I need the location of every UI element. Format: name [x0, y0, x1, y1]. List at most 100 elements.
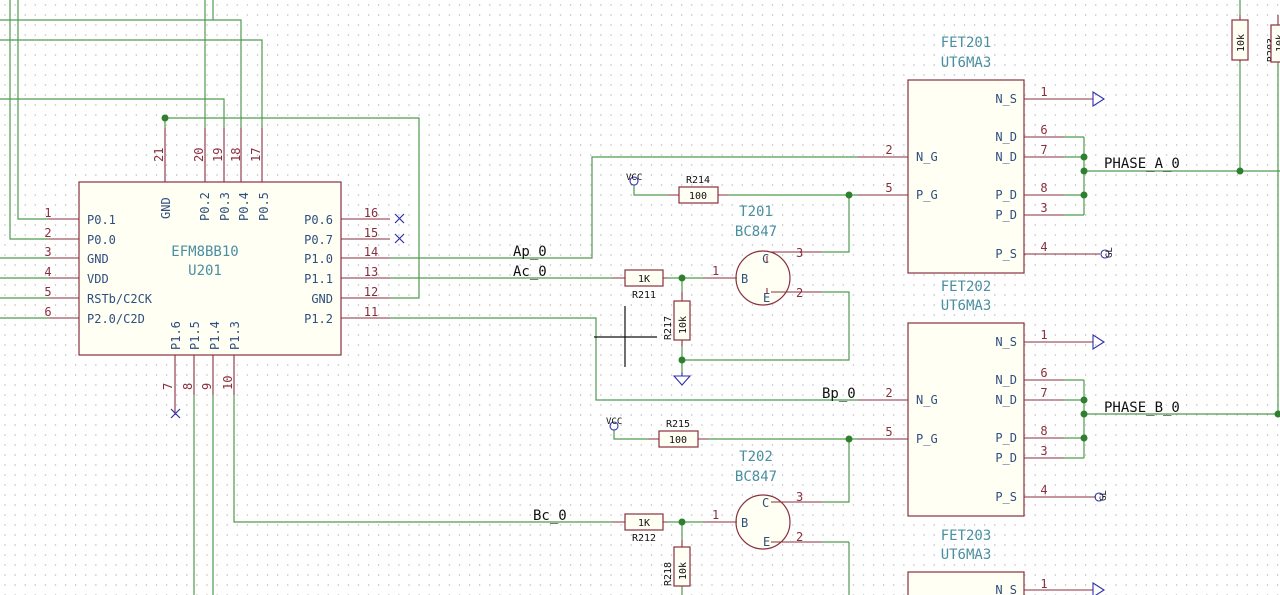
u201-pin-num: 5: [44, 285, 51, 299]
resistor-value: 1K: [638, 274, 650, 285]
u201-pin-num: 8: [181, 383, 195, 390]
u201-pin-num: 16: [364, 206, 378, 220]
fet-pin-name: N_S: [995, 335, 1017, 349]
resistor-value: 10k: [1275, 34, 1280, 52]
fet-pin-name: N_D: [995, 373, 1017, 387]
fet-pin-num: 8: [1040, 181, 1047, 195]
pin-num: 1: [712, 264, 719, 278]
u201-pin-name: P1.4: [208, 321, 222, 350]
transistor-ref: T202: [739, 449, 773, 465]
fet-ref: FET203: [941, 528, 992, 544]
u201-pin-name: P0.2: [198, 192, 212, 221]
fet-value: UT6MA3: [941, 547, 992, 563]
u201-pin-num: 20: [192, 148, 206, 162]
resistor-r218[interactable]: 10k R218: [663, 540, 691, 587]
ground-symbol-icon: [672, 372, 692, 386]
net-label-phase-a: PHASE_A_0: [1104, 156, 1180, 172]
fet-pin-num: 3: [1040, 201, 1047, 215]
u201-pin-name: GND: [87, 252, 109, 266]
net-label-bp: Bp_0: [822, 386, 856, 402]
resistor-r211[interactable]: 1K R211: [612, 269, 668, 301]
u201-pin-num: 12: [364, 285, 378, 299]
pin-num: 2: [796, 530, 803, 544]
fet-ref: FET201: [941, 35, 992, 51]
u201-pin-name: P0.7: [304, 233, 333, 247]
fet-value: UT6MA3: [941, 55, 992, 71]
net-label-bc: Bc_0: [533, 508, 567, 524]
resistor-value: 10k: [678, 562, 689, 580]
resistor-ref: R214: [686, 175, 710, 186]
fet-pin-num: 4: [1040, 240, 1047, 254]
resistor-value: 10k: [678, 316, 689, 334]
vcc-flag[interactable]: VCC: [626, 173, 642, 186]
fet-pin-name: P_S: [995, 247, 1017, 261]
fet202[interactable]: FET202 UT6MA3 GL 1 N_S 6 N_D 7 N_D 8 P_D…: [858, 279, 1109, 517]
fet-pin-num: 2: [885, 143, 892, 157]
transistor-t202[interactable]: T202 BC847 1 B C E 3 2: [703, 449, 822, 550]
u201-ref: U201: [188, 263, 222, 279]
power-label: GL: [1105, 247, 1115, 258]
resistor-r215[interactable]: R215 100: [648, 419, 708, 448]
resistor-edge[interactable]: 10k: [1270, 15, 1280, 63]
u201-body[interactable]: [78, 181, 342, 356]
u201-pin-num: 18: [229, 148, 243, 162]
pin-name: E: [763, 291, 770, 305]
transistor-t201[interactable]: T201 BC847 1 B C E 3 2: [703, 204, 822, 306]
u201-pin-name: GND: [311, 292, 333, 306]
fet-pin-num: 4: [1040, 483, 1047, 497]
u201-pin-name: GND: [159, 197, 173, 219]
u201-ic[interactable]: EFM8BB10 U201 1 P0.1 2 P0.0 3 GND 4 VDD …: [44, 128, 390, 415]
pin-name: C: [762, 252, 769, 266]
resistor-value: 100: [669, 435, 687, 446]
pin-num: 3: [796, 490, 803, 504]
fet-pin-name: P_G: [916, 188, 938, 202]
pin-num: 1: [712, 508, 719, 522]
u201-pin-name: P0.0: [87, 233, 116, 247]
fet201[interactable]: FET201 UT6MA3 GL 1 N_S 6 N_D 7 N_D 8 P_D…: [858, 35, 1115, 274]
vcc-label: VCC: [626, 173, 642, 183]
u201-pin-name: P0.1: [87, 213, 116, 227]
fet-pin-name: N_G: [916, 150, 938, 164]
u201-pin-num: 4: [44, 265, 51, 279]
resistor-value: 10k: [1236, 34, 1247, 52]
resistor-r217[interactable]: 10k R217: [663, 292, 691, 346]
u201-pin-name: P1.2: [304, 312, 333, 326]
resistor-value: 100: [689, 191, 707, 202]
vcc-flag[interactable]: VCC: [606, 417, 622, 431]
u201-pin-num: 7: [161, 383, 175, 390]
fet-pin-name: P_D: [995, 431, 1017, 445]
u201-pin-num: 15: [364, 226, 378, 240]
pin-name: E: [763, 535, 770, 549]
u201-pin-name: P1.5: [188, 321, 202, 350]
pin-name: B: [741, 272, 748, 286]
fet-pin-name: P_S: [995, 490, 1017, 504]
resistor-ref: R212: [632, 533, 656, 544]
u201-pin-name: P1.0: [304, 252, 333, 266]
u201-pin-num: 11: [364, 305, 378, 319]
resistor-r212[interactable]: 1K R212: [612, 513, 668, 544]
fet-pin-num: 2: [885, 386, 892, 400]
u201-pin-num: 21: [152, 148, 166, 162]
fet-ref: FET202: [941, 279, 992, 295]
fet-pin-num: 7: [1040, 143, 1047, 157]
fet-pin-num: 6: [1040, 366, 1047, 380]
u201-pin-num: 14: [364, 245, 378, 259]
u201-pin-num: 17: [249, 148, 263, 162]
u201-pin-num: 10: [221, 376, 235, 390]
fet-pin-num: 1: [1040, 328, 1047, 342]
u201-pin-name: RSTb/C2CK: [87, 292, 153, 306]
crosshair-cursor-icon: [594, 306, 657, 367]
u201-pin-num: 6: [44, 305, 51, 319]
resistor-r214[interactable]: R214 100: [668, 175, 728, 204]
resistor-value: 1K: [638, 518, 650, 529]
transistor-ref: T201: [739, 204, 773, 220]
u201-pin-name: P2.0/C2D: [87, 312, 145, 326]
fet-pin-num: 6: [1040, 123, 1047, 137]
resistor-ref: R211: [632, 290, 656, 301]
fet203[interactable]: FET203 UT6MA3 1 N_S: [907, 528, 1106, 595]
resistor-ref: R217: [663, 316, 674, 340]
pin-num: 2: [796, 286, 803, 300]
